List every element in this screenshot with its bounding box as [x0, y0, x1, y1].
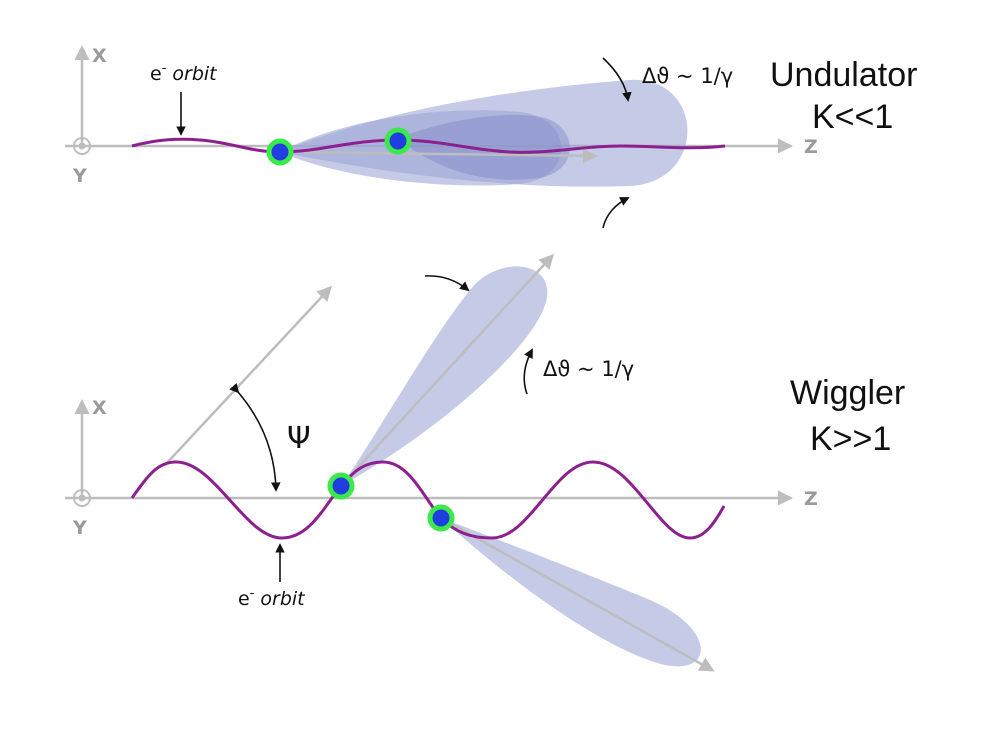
undulator-orbit-label-sup: -	[162, 61, 167, 76]
wiggler-y-label: Y	[72, 517, 87, 539]
wiggler-orbit-label: e-orbit	[238, 586, 306, 610]
wiggler-psi-label: Ψ	[287, 421, 311, 456]
undulator-z-label: Z	[804, 136, 818, 158]
wiggler-orbit-label-sup: -	[250, 586, 255, 601]
wiggler-electron-orbit	[130, 460, 726, 540]
undulator-direction-arrow	[289, 148, 598, 164]
wiggler-panel: X Y Z Ψ e-orbit Δϑ ~ 1/γ Wiggler K>>1	[65, 253, 905, 672]
undulator-electron-1	[266, 138, 294, 166]
undulator-y-label: Y	[72, 165, 87, 187]
wiggler-orbit-label-e: e	[238, 588, 250, 610]
wiggler-psi-arc	[229, 383, 281, 492]
wiggler-lower-direction-arrow	[440, 516, 715, 672]
wiggler-z-label: Z	[804, 488, 818, 510]
wiggler-upper-direction-arrow	[340, 253, 555, 487]
undulator-orbit-label-word: orbit	[172, 63, 218, 85]
undulator-x-label: X	[92, 45, 107, 67]
wiggler-y-axis-symbol	[73, 489, 91, 507]
wiggler-angle-arrow-top	[424, 275, 470, 292]
undulator-y-axis-symbol	[73, 137, 91, 155]
undulator-orbit-label-e: e	[150, 63, 162, 85]
undulator-electron-2	[384, 127, 412, 155]
wiggler-angle-arrow-bottom	[523, 348, 533, 395]
wiggler-condition: K>>1	[810, 420, 891, 458]
undulator-angle-label: Δϑ ~ 1/γ	[642, 64, 733, 88]
wiggler-title: Wiggler	[790, 374, 905, 412]
wiggler-angle-label: Δϑ ~ 1/γ	[543, 357, 634, 381]
wiggler-electron-1	[327, 472, 355, 500]
wiggler-electron-2	[427, 504, 455, 532]
wiggler-x-label: X	[92, 397, 107, 419]
undulator-angle-arrow-bottom	[602, 197, 630, 229]
undulator-title: Undulator	[770, 56, 917, 94]
undulator-angle-arrow-top	[602, 57, 632, 102]
undulator-lobe-overlap	[398, 114, 570, 180]
undulator-condition: K<<1	[812, 98, 893, 136]
undulator-panel: X Y Z e-orbit Δϑ ~ 1/γ Undulator K<<1	[65, 45, 917, 229]
wiggler-orbit-label-word: orbit	[260, 588, 306, 610]
wiggler-psi-reference-line	[164, 285, 333, 466]
undulator-orbit-label: e-orbit	[150, 61, 218, 85]
